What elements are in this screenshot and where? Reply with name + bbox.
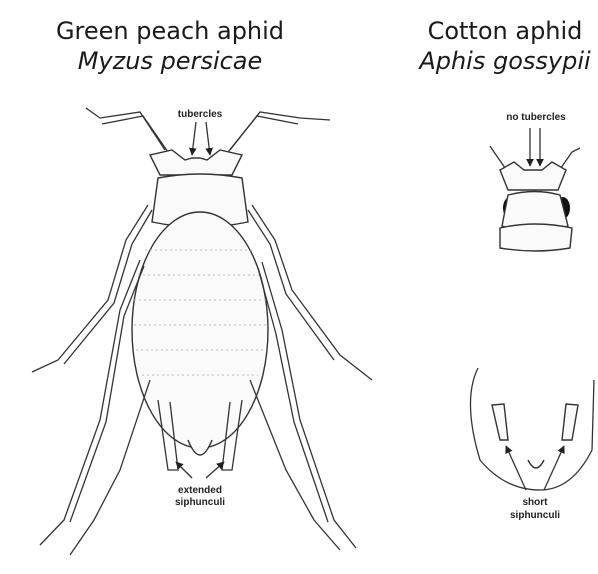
label-extended: extended xyxy=(178,485,222,496)
cotton-aphid-head-illustration xyxy=(490,128,580,251)
cauda xyxy=(188,440,212,455)
mid-leg-right xyxy=(262,262,356,548)
cotton-aphid-rear-illustration xyxy=(470,368,594,490)
cotton-pronotum xyxy=(500,224,572,251)
abdomen xyxy=(132,212,268,448)
label-tubercles: tubercles xyxy=(178,109,223,120)
label-no-tubercles: no tubercles xyxy=(506,112,566,123)
label-short: short xyxy=(523,497,549,508)
cotton-abdomen-outline xyxy=(470,368,594,490)
left-antenna xyxy=(86,108,165,150)
mid-leg-left xyxy=(40,260,140,545)
head xyxy=(150,150,242,175)
cotton-head xyxy=(500,162,566,190)
hind-leg-left xyxy=(70,380,150,555)
front-leg-right xyxy=(252,205,372,380)
front-leg-left xyxy=(32,205,148,372)
cotton-left-siphunculus xyxy=(492,404,508,440)
hind-leg-right xyxy=(250,380,340,550)
label-siphunculi-right: siphunculi xyxy=(510,510,560,521)
cotton-right-siphunculus xyxy=(562,404,578,440)
cotton-cauda xyxy=(528,460,544,468)
label-siphunculi-left: siphunculi xyxy=(175,497,225,508)
